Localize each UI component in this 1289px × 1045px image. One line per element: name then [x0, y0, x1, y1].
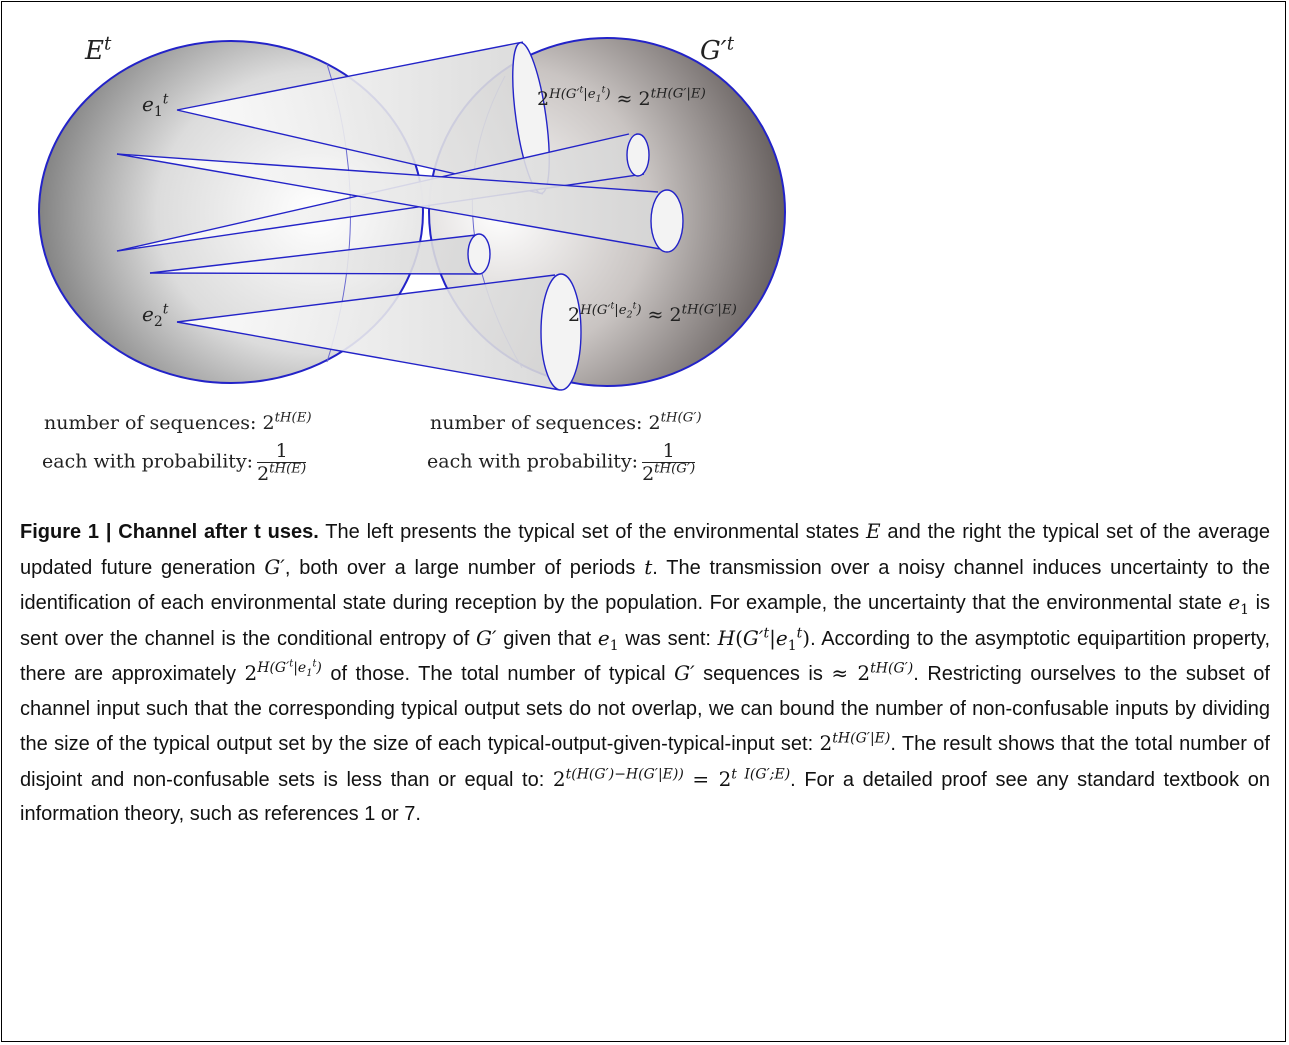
cone-e2 — [176, 273, 582, 391]
figure-title: Figure 1 | Channel after t uses. — [20, 521, 319, 543]
channel-diagram — [38, 37, 786, 391]
cone-4 — [149, 233, 491, 275]
cone2-label: 2H(G′t|e2t) ≈ 2tH(G′|E) — [568, 300, 737, 326]
left-set-label: Et — [85, 33, 112, 66]
cone1-label: 2H(G′t|e1t) ≈ 2tH(G′|E) — [537, 84, 706, 110]
e2-label: e2t — [142, 301, 169, 330]
cone-3 — [116, 153, 684, 253]
right-set-label: G′t — [700, 33, 734, 66]
e1-label: e1t — [142, 91, 169, 120]
left-count: number of sequences: 2tH(E) — [44, 410, 312, 434]
figure-caption: Figure 1 | Channel after t uses. The lef… — [20, 519, 1271, 825]
right-count: number of sequences: 2tH(G′) — [430, 410, 702, 434]
